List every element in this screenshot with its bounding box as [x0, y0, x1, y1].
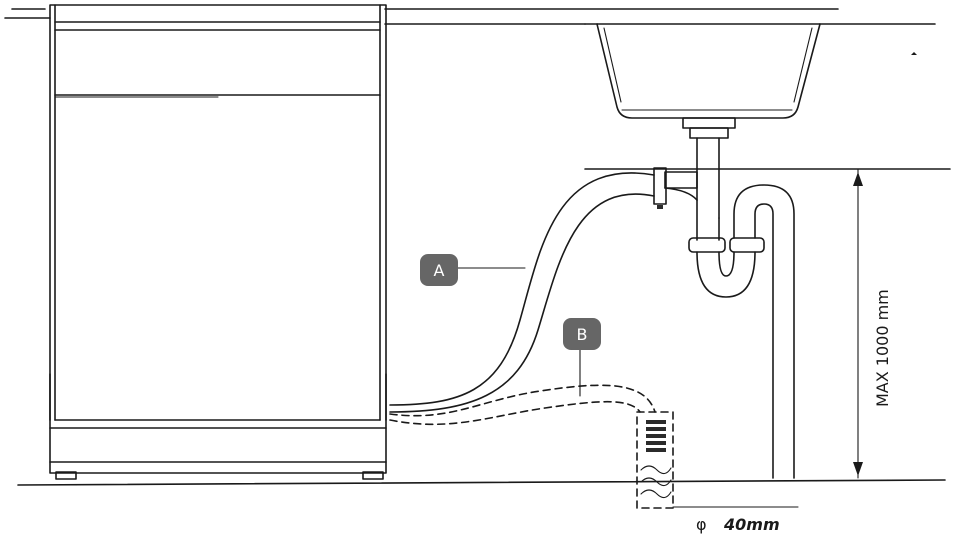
diameter-dimension: φ 40mm: [672, 506, 799, 534]
diameter-label: 40mm: [723, 515, 780, 534]
marker-triangle: [911, 52, 917, 55]
phi-symbol: φ: [696, 515, 707, 534]
max-height-label: MAX 1000 mm: [873, 289, 892, 407]
dishwasher-feet: [55, 471, 384, 480]
badge-a: A: [420, 254, 458, 286]
drain-hose-b: [389, 349, 656, 426]
p-trap: [688, 184, 795, 479]
hose-end-grid: [646, 420, 666, 452]
floor-line: [17, 479, 946, 486]
dishwasher: [49, 4, 387, 474]
badge-b: B: [563, 318, 601, 350]
sink-drain-pipe: [682, 117, 736, 219]
drain-hose-a: [389, 172, 655, 413]
sink-basin: [596, 23, 821, 119]
badge-a-label: A: [434, 261, 445, 280]
badge-b-label: B: [577, 325, 588, 344]
hose-connector: [653, 167, 698, 209]
max-height-dimension: MAX 1000 mm: [853, 168, 892, 479]
countertop: [4, 8, 936, 25]
floor-drain-standpipe: [636, 411, 674, 509]
